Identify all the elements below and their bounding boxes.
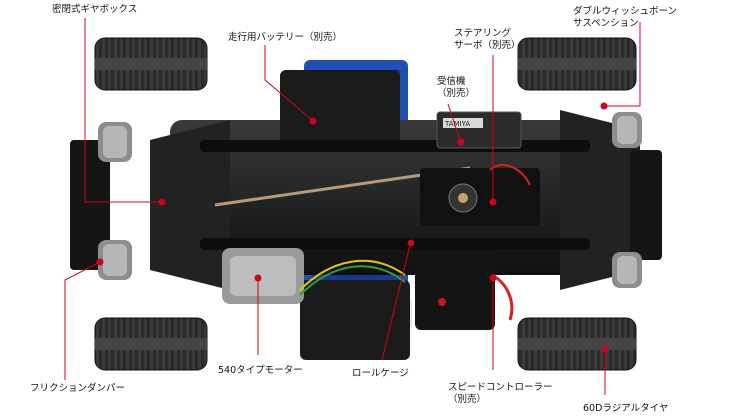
wheel-rear-right (517, 317, 637, 371)
marker-dot-battery (309, 117, 317, 125)
label-battery: 走行用バッテリー（別売） (228, 32, 343, 43)
leader-suspension (605, 22, 641, 107)
marker-dot-rollcage (407, 239, 415, 247)
wire-yellow (299, 259, 406, 291)
label-gearbox: 密閉式ギヤボックス (52, 4, 138, 15)
leader-friction (64, 261, 101, 380)
label-speed-controller: スピードコントローラー （別売） (448, 382, 553, 405)
label-motor: 540タイプモーター (218, 365, 303, 376)
steering-servo (420, 168, 540, 226)
wheel-rear-left (94, 317, 208, 371)
marker-dot-friction (96, 258, 104, 266)
label-tire: 60Dラジアルタイヤ (583, 403, 669, 414)
leader-lines (64, 18, 641, 395)
damper-spring-front-bottom (612, 252, 642, 288)
receiver-brand-text: TAMIYA (444, 120, 470, 128)
marker-dot-suspension (600, 102, 608, 110)
label-suspension: ダブルウィッシュボーン サスペンション (573, 6, 678, 29)
damper-spring-rear-top (98, 122, 132, 162)
marker-dot-esc (489, 274, 497, 282)
motor (222, 248, 304, 304)
leader-receiver (447, 103, 461, 141)
wheel-front-right (517, 37, 637, 91)
wire-green (299, 265, 406, 296)
leader-battery (264, 45, 313, 121)
label-steering-servo: ステアリング サーボ（別売） (454, 28, 521, 51)
leader-rollcage (381, 244, 411, 361)
leader-gearbox (84, 18, 160, 203)
marker-dot-gearbox (158, 198, 166, 206)
label-roll-cage: ロールケージ (352, 368, 409, 379)
marker-dot-receiver (457, 138, 465, 146)
marker-dot-steering (489, 198, 497, 206)
chassis-frame (70, 70, 662, 360)
damper-spring-rear-bottom (98, 240, 132, 280)
wheel-front-left (94, 37, 208, 91)
speed-controller (415, 250, 495, 330)
marker-dot-motor (254, 274, 262, 282)
label-receiver: 受信機 （別売） (437, 76, 476, 99)
label-friction-damper: フリクションダンパー (30, 383, 126, 394)
marker-dot-tire (601, 345, 609, 353)
damper-spring-front-top (612, 112, 642, 148)
receiver-unit (436, 111, 522, 149)
